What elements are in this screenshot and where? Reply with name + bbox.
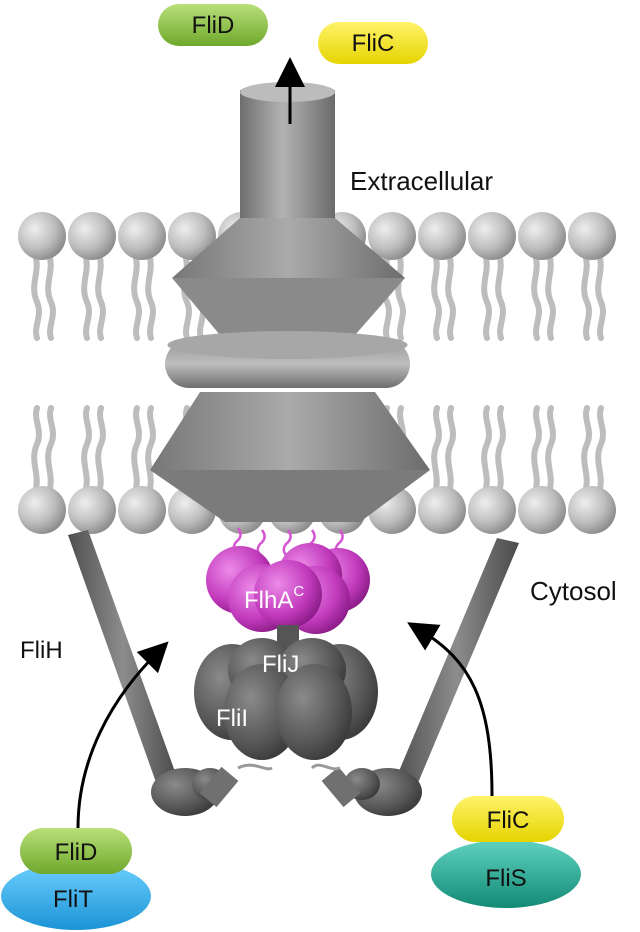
lipid-head: [468, 486, 516, 534]
rod-cylinder-top: [240, 82, 335, 102]
lipid-tail: [531, 251, 542, 341]
flih-right-rod: [394, 538, 519, 790]
lipid-tail: [145, 405, 156, 495]
flis-chaperone: FliS: [431, 840, 581, 908]
lipid-tail: [445, 251, 456, 341]
flih-label: FliH: [20, 637, 63, 664]
lipid-head: [518, 212, 566, 260]
flih-left-rod: [68, 530, 178, 788]
lipid-tail: [545, 405, 556, 495]
lipid-tail: [545, 251, 556, 341]
lipid-tail: [31, 251, 42, 341]
flid-bottom-label: FliD: [55, 839, 98, 866]
flic-top-pill: FliC: [318, 22, 428, 64]
lipid-head: [518, 486, 566, 534]
lipid-tail: [45, 405, 56, 495]
flic-bottom-label: FliC: [487, 807, 530, 834]
flid-top-pill: FliD: [158, 4, 268, 46]
lipid-tail: [431, 251, 442, 341]
lipid-tail: [95, 405, 106, 495]
flij-label: FliJ: [262, 651, 299, 678]
lipid-head: [418, 486, 466, 534]
flit-chaperone: FliT: [1, 862, 151, 930]
lipid-tail: [581, 405, 592, 495]
flic-top-label: FliC: [352, 30, 395, 57]
lipid-head: [168, 212, 216, 260]
flii-hexamer: [194, 638, 378, 760]
flha-complex: [206, 543, 370, 634]
lipid-tail: [45, 251, 56, 341]
lipid-tail: [395, 251, 406, 341]
lipid-tail: [481, 251, 492, 341]
flid-bottom-pill: FliD: [20, 828, 132, 874]
lipid-tail: [481, 405, 492, 495]
lipid-tail: [595, 405, 606, 495]
lipid-tail: [145, 251, 156, 341]
lipid-tail: [81, 251, 92, 341]
flid-top-label: FliD: [192, 12, 235, 39]
rod-cylinder: [240, 90, 335, 225]
lipid-tail: [131, 251, 142, 341]
flha-label-superscript: C: [293, 583, 304, 600]
lipid-head: [118, 486, 166, 534]
flic-delivery-arrow: [407, 622, 494, 797]
lipid-tail: [31, 405, 42, 495]
upper-cone-lower: [172, 278, 405, 335]
flit-label: FliT: [53, 886, 93, 913]
lipid-head: [18, 486, 66, 534]
lipid-head: [568, 486, 616, 534]
flis-label: FliS: [485, 865, 526, 892]
flih-structure: [68, 530, 519, 816]
flii-label: FliI: [216, 705, 248, 732]
ring-disc-top: [167, 331, 408, 359]
lipid-tail: [595, 251, 606, 341]
lipid-head: [68, 212, 116, 260]
lipid-head: [118, 212, 166, 260]
lipid-head: [568, 212, 616, 260]
lipid-head: [18, 212, 66, 260]
extracellular-label: Extracellular: [350, 166, 493, 196]
export-apparatus: [150, 82, 430, 522]
cytosol-label: Cytosol: [530, 576, 617, 606]
lipid-tail: [431, 405, 442, 495]
lower-cone-bottom: [150, 470, 430, 522]
lipid-head: [418, 212, 466, 260]
lipid-tail: [531, 405, 542, 495]
lipid-tail: [81, 405, 92, 495]
lipid-head: [68, 486, 116, 534]
flic-bottom-pill: FliC: [452, 796, 564, 842]
lipid-tail: [495, 405, 506, 495]
flid-delivery-arrow: [76, 641, 169, 829]
lipid-tail: [581, 251, 592, 341]
lipid-head: [468, 212, 516, 260]
lipid-tail: [131, 405, 142, 495]
export-arrows: [76, 57, 494, 829]
lipid-tail: [95, 251, 106, 341]
flha-label-main: FlhA: [244, 587, 293, 614]
lipid-tail: [445, 405, 456, 495]
lipid-tail: [495, 251, 506, 341]
flha-label: FlhAC: [244, 583, 304, 614]
lipid-head: [368, 212, 416, 260]
